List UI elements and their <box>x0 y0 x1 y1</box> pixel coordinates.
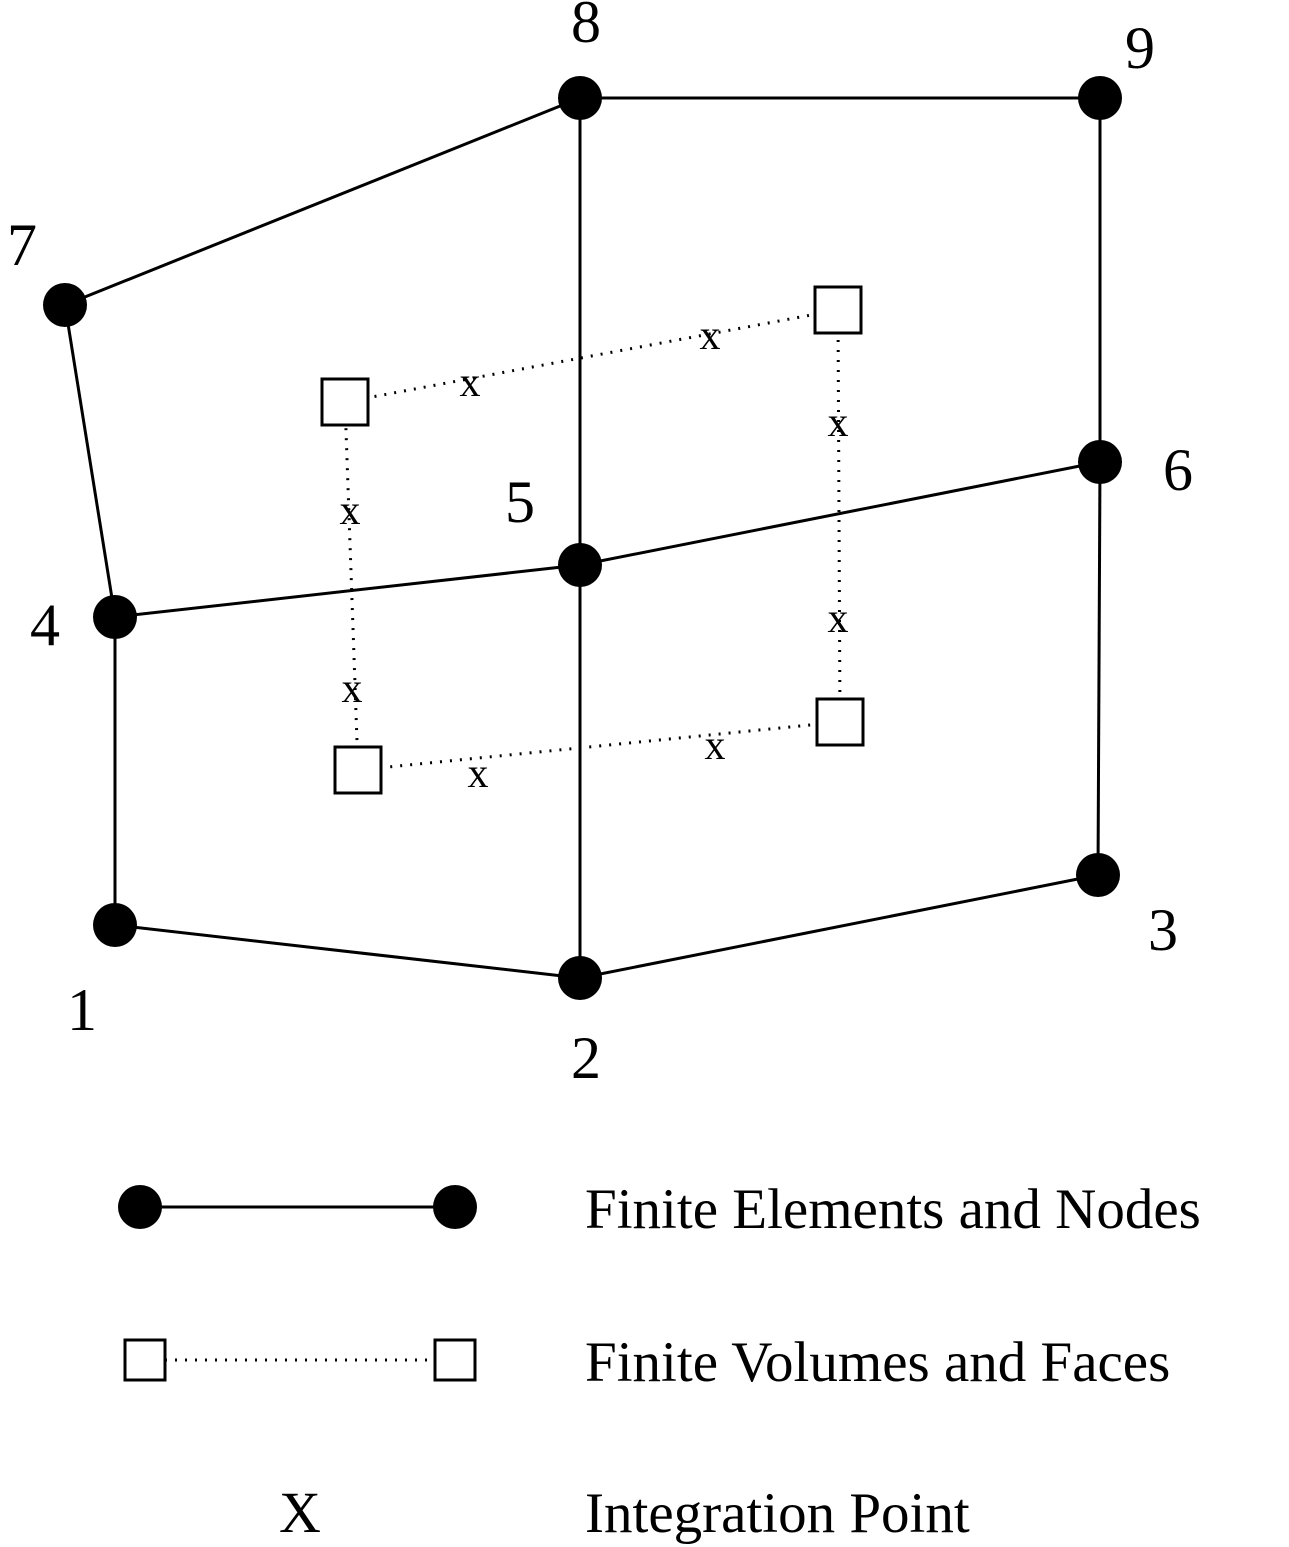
node-label-6: 6 <box>1163 437 1193 503</box>
node-4 <box>93 595 137 639</box>
integration-point-8: x <box>340 488 361 534</box>
element-edge-1-2 <box>114 923 581 980</box>
legend: Finite Elements and Nodes Finite Volumes… <box>118 1178 1201 1545</box>
integration-point-3: x <box>828 400 849 446</box>
volume-square-v2 <box>815 697 865 747</box>
integration-point-7: x <box>342 666 363 712</box>
integration-point-2: x <box>700 313 721 359</box>
integration-point-1: x <box>460 360 481 406</box>
integration-points: x x x x x x x x <box>340 313 849 797</box>
integration-point-5: x <box>705 723 726 769</box>
element-edge-2-3 <box>579 873 1099 980</box>
volume-square-v1 <box>333 745 383 795</box>
node-8 <box>558 76 602 120</box>
node-label-7: 7 <box>7 212 37 278</box>
volume-face-v2-v1 <box>357 720 841 772</box>
legend-integration-symbol: X <box>279 1480 321 1545</box>
node-label-3: 3 <box>1148 897 1178 963</box>
element-edge-5-6 <box>579 460 1101 567</box>
node-label-5: 5 <box>505 469 535 535</box>
node-label-9: 9 <box>1125 15 1155 81</box>
element-edge-4-5 <box>114 563 581 619</box>
node-7 <box>43 283 87 327</box>
legend-volume-icon-left <box>123 1338 167 1382</box>
volume-square-v3 <box>813 285 863 335</box>
node-labels: 1 2 3 4 5 6 7 8 9 <box>7 0 1193 1091</box>
node-label-8: 8 <box>571 0 601 55</box>
integration-point-4: x <box>828 596 849 642</box>
node-5 <box>558 543 602 587</box>
element-edges <box>63 96 1102 980</box>
node-6 <box>1078 440 1122 484</box>
node-label-4: 4 <box>30 592 60 658</box>
node-3 <box>1076 853 1120 897</box>
node-1 <box>93 903 137 947</box>
integration-point-6: x <box>468 751 489 797</box>
volume-face-v3-v2 <box>836 309 842 723</box>
element-edge-7-8 <box>64 96 581 307</box>
mesh-nodes <box>43 76 1122 1000</box>
legend-volumes-label: Finite Volumes and Faces <box>585 1331 1170 1394</box>
legend-volume-icon-right <box>433 1338 477 1382</box>
volume-face-v1-v4 <box>343 401 360 771</box>
volume-faces <box>343 308 842 772</box>
legend-integration-label: Integration Point <box>585 1482 970 1545</box>
volume-face-v4-v3 <box>344 308 839 404</box>
legend-elements-label: Finite Elements and Nodes <box>585 1178 1201 1241</box>
node-label-2: 2 <box>571 1025 601 1091</box>
node-2 <box>558 956 602 1000</box>
node-label-1: 1 <box>67 977 97 1043</box>
element-edge-4-7 <box>63 304 117 618</box>
node-9 <box>1078 76 1122 120</box>
volume-square-v4 <box>320 377 370 427</box>
legend-node-icon-right <box>433 1185 477 1229</box>
volume-squares <box>320 285 865 795</box>
element-edge-3-6 <box>1096 461 1102 876</box>
